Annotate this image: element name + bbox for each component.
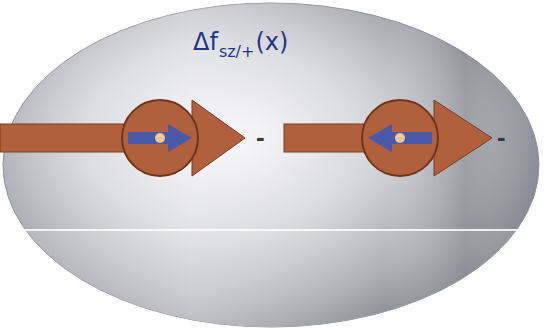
minus-sign: - bbox=[497, 124, 506, 150]
formula-symbol: Δf bbox=[193, 30, 218, 54]
formula-subscript: sz/+ bbox=[219, 44, 255, 60]
sheen-line bbox=[22, 229, 522, 231]
quark-spin-parallel bbox=[0, 100, 245, 176]
formula-argument: (x) bbox=[255, 30, 288, 54]
lower-band bbox=[0, 231, 547, 329]
minus-sign: - bbox=[256, 124, 265, 150]
quark-spin-antiparallel bbox=[284, 100, 492, 176]
